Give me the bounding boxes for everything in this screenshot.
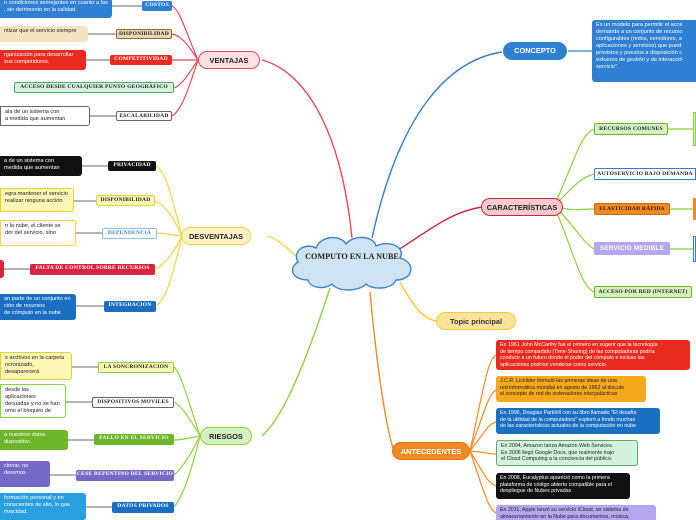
antecedentes-item-1961: En 1961 John McCarthy fue el primero en … [496,340,690,370]
antecedentes-item-2008: En 2008, Eucalyptus apareció como la pri… [496,473,630,499]
desventajas-integracion-text: an parte de un conjunto en ción de recur… [0,294,76,320]
caracteristicas-elasticidad[interactable]: ELASTICIDAD RÁPIDA [594,203,670,215]
antecedentes-item-2011: En 2011, Apple lanzó su servicio iCloud,… [496,505,656,520]
branch-riesgos[interactable]: RIESGOS [200,427,252,445]
ventajas-acceso-label[interactable]: ACCESO DESDE CUALQUIER PUNTO GEOGRÁFICO [14,82,174,93]
central-cloud-icon[interactable] [284,232,420,292]
desventajas-privacidad-label[interactable]: PRIVACIDAD [108,161,156,171]
branch-ventajas[interactable]: VENTAJAS [198,51,260,69]
riesgos-cese-label[interactable]: CESE REPENTINO DEL SERVICIO [76,470,174,481]
central-topic-title[interactable]: COMPUTO EN LA NUBE [305,252,399,261]
ventajas-escalabilidad-label[interactable]: ESCALABILIDAD [116,111,172,121]
branch-desventajas[interactable]: DESVENTAJAS [181,227,251,245]
ventajas-costos-text: n condiciones semejantes en cuanto a las… [0,0,112,18]
concepto-definition-text: Es un modelo para permitir el acce deman… [592,20,696,82]
riesgos-datos-text: formación personal y en conscientes de e… [0,493,86,520]
branch-caracteristicas[interactable]: CARACTERÍSTICAS [481,198,563,216]
caracteristicas-recursos-comunes[interactable]: RECURSOS COMUNES [594,123,668,135]
riesgos-datos-label[interactable]: DATOS PRIVADOS [112,502,174,513]
branch-concepto[interactable]: CONCEPTO [503,42,567,60]
ventajas-disponibilidad-text: ntizar que el servicio siempre [0,26,88,42]
riesgos-dispositivos-text: desde las aplicaciones decuadas y no se … [0,384,66,418]
desventajas-privacidad-text: a de un sistema con medida que aumentan [0,156,82,176]
desventajas-dependencia-text: n la nube, el cliente se dor del servici… [0,220,76,246]
riesgos-fallo-label[interactable]: FALLO EN EL SERVICIO [94,434,174,445]
ventajas-competitividad-text: rganización para desarrollar sus competi… [0,50,86,70]
riesgos-dispositivos-label[interactable]: DISPOSITIVOS MOVILES [92,397,174,408]
ventajas-disponibilidad-label[interactable]: DISPONIBILIDAD [116,29,172,39]
desventajas-disponibilidad-text: egra mantener el servicio realizar ningu… [0,188,74,212]
desventajas-dependencia-label[interactable]: DEPENDENCIA [102,228,157,239]
caracteristicas-acceso-red[interactable]: ACCESO POR RED (INTERNET) [594,286,692,298]
ventajas-costos-label[interactable]: COSTOS [142,1,172,11]
riesgos-cese-text: cionar, no deremos [0,461,50,487]
riesgos-fallo-text: a nuestros datos dispositivo. [0,430,68,450]
ventajas-competitividad-label[interactable]: COMPETITIVIDAD [110,55,172,65]
antecedentes-item-2004: En 2004, Amazon lanza Amazon Web Service… [496,440,638,466]
desventajas-disponibilidad-label[interactable]: DISPONIBILIDAD [96,195,155,206]
riesgos-sincronizacion-text: s archivos en la carpeta ncronizado, des… [0,352,72,380]
riesgos-sincronizacion-label[interactable]: LA SONCRONIZACION [98,362,174,373]
antecedentes-item-1962: J.C.R. Licklider formuló las primeras id… [496,376,646,402]
caracteristicas-elasticidad-stub [693,198,696,220]
desventajas-falta-label[interactable]: FALTA DE CONTROL SOBRE RECURSOS [30,264,155,275]
ventajas-escalabilidad-text: ala de un sistema con a medida que aumen… [0,106,90,126]
branch-topic-principal[interactable]: Topic principal [436,312,516,330]
desventajas-integracion-label[interactable]: INTEGRACION [104,301,156,312]
antecedentes-item-1996: En 1996, Douglas Parkhill con su libro l… [496,408,660,434]
branch-antecedentes[interactable]: ANTECEDENTES [392,442,470,460]
caracteristicas-autoservicio[interactable]: AUTOSERVICIO BAJO DEMANDA [594,168,696,180]
caracteristicas-servicio-medible[interactable]: SERVICIO MEDIBLE [594,242,670,255]
desventajas-falta-stub [0,260,4,278]
